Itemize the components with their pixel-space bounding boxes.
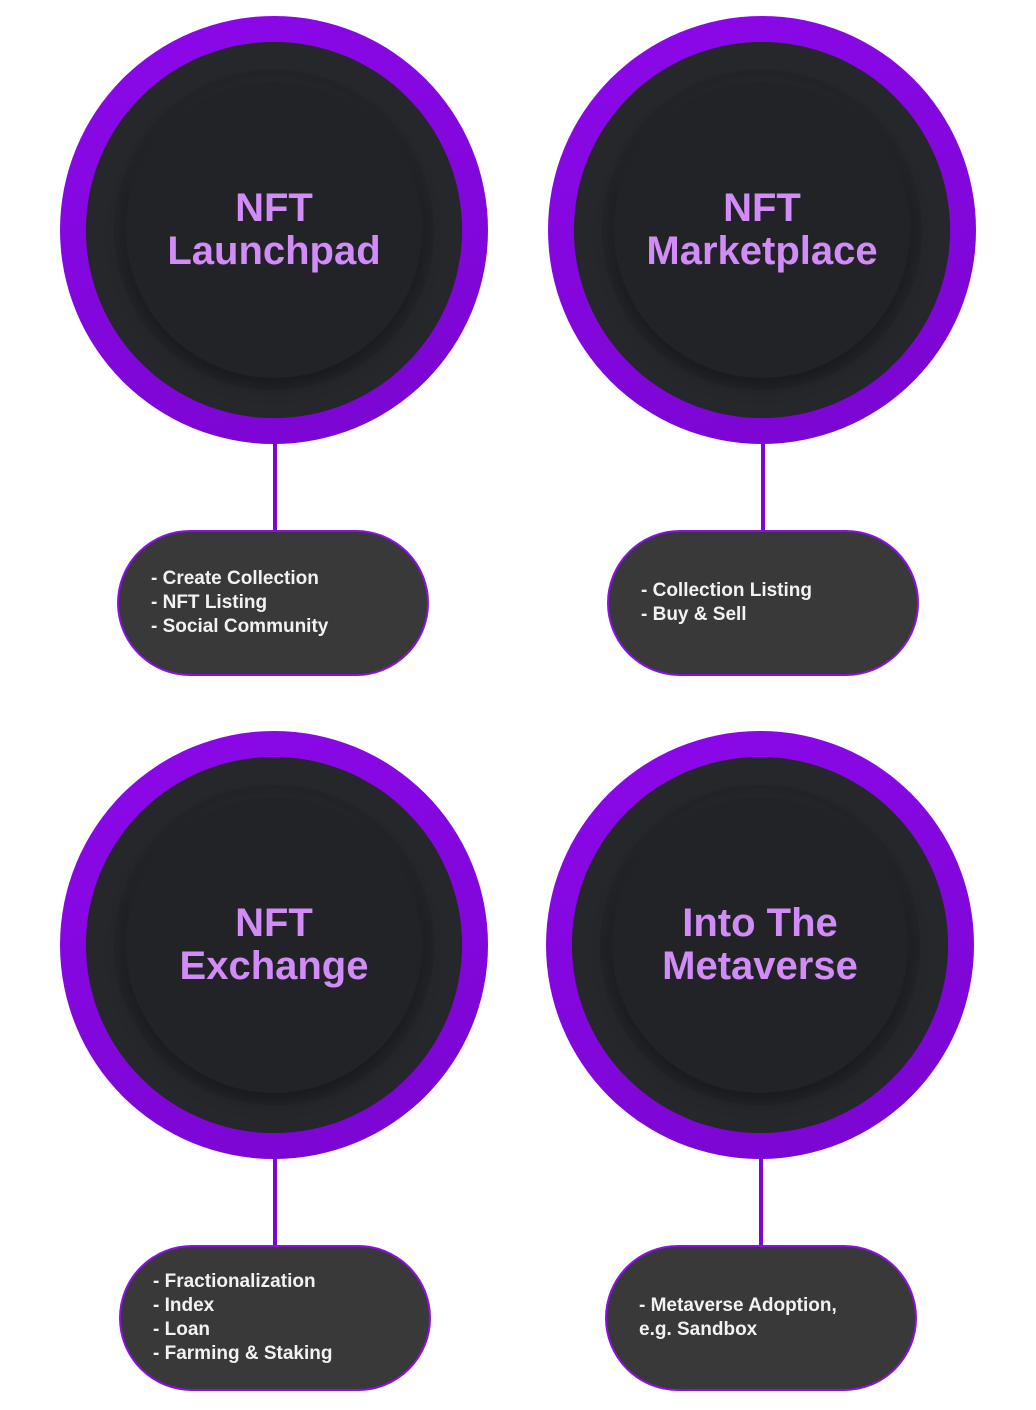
feature-list: - Metaverse Adoption, e.g. Sandbox — [639, 1294, 837, 1342]
node-core: Into The Metaverse — [572, 757, 948, 1133]
node-core-inner — [612, 797, 908, 1093]
node-circle-marketplace: NFT Marketplace — [548, 16, 976, 444]
feature-item: - Create Collection — [151, 568, 319, 589]
node-circle-metaverse: Into The Metaverse — [546, 731, 974, 1159]
connector-line — [761, 443, 765, 530]
node-title: Into The Metaverse — [662, 901, 858, 988]
feature-box-marketplace: - Collection Listing - Buy & Sell — [607, 530, 919, 676]
node-core-inner — [126, 82, 422, 378]
feature-item: - Index — [153, 1295, 215, 1316]
node-core: NFT Launchpad — [86, 42, 462, 418]
node-title: NFT Exchange — [179, 901, 369, 988]
connector-line — [273, 1158, 277, 1245]
connector-line — [273, 443, 277, 530]
feature-list: - Create Collection - NFT Listing - Social… — [151, 567, 328, 639]
node-core: NFT Marketplace — [574, 42, 950, 418]
feature-item: - Social Community — [151, 616, 329, 637]
feature-list: - Collection Listing - Buy & Sell — [641, 579, 812, 627]
feature-box-launchpad: - Create Collection - NFT Listing - Social… — [117, 530, 429, 676]
feature-item: - Farming & Staking — [153, 1343, 333, 1364]
node-core: NFT Exchange — [86, 757, 462, 1133]
node-core-inner — [126, 797, 422, 1093]
feature-item: - Loan — [153, 1319, 210, 1340]
feature-box-exchange: - Fractionalization - Index - Loan - Farmin… — [119, 1245, 431, 1391]
node-core-inner — [614, 82, 910, 378]
node-circle-exchange: NFT Exchange — [60, 731, 488, 1159]
feature-item: - Collection Listing — [641, 580, 812, 601]
node-circle-launchpad: NFT Launchpad — [60, 16, 488, 444]
feature-item: e.g. Sandbox — [639, 1319, 758, 1340]
node-title: NFT Marketplace — [646, 186, 878, 273]
connector-line — [759, 1158, 763, 1245]
feature-item: - Metaverse Adoption, — [639, 1295, 837, 1316]
node-title: NFT Launchpad — [167, 186, 381, 273]
feature-item: - Fractionalization — [153, 1271, 316, 1292]
feature-item: - Buy & Sell — [641, 604, 747, 625]
feature-item: - NFT Listing — [151, 592, 268, 613]
feature-box-metaverse: - Metaverse Adoption, e.g. Sandbox — [605, 1245, 917, 1391]
feature-list: - Fractionalization - Index - Loan - Farmin… — [153, 1270, 332, 1366]
